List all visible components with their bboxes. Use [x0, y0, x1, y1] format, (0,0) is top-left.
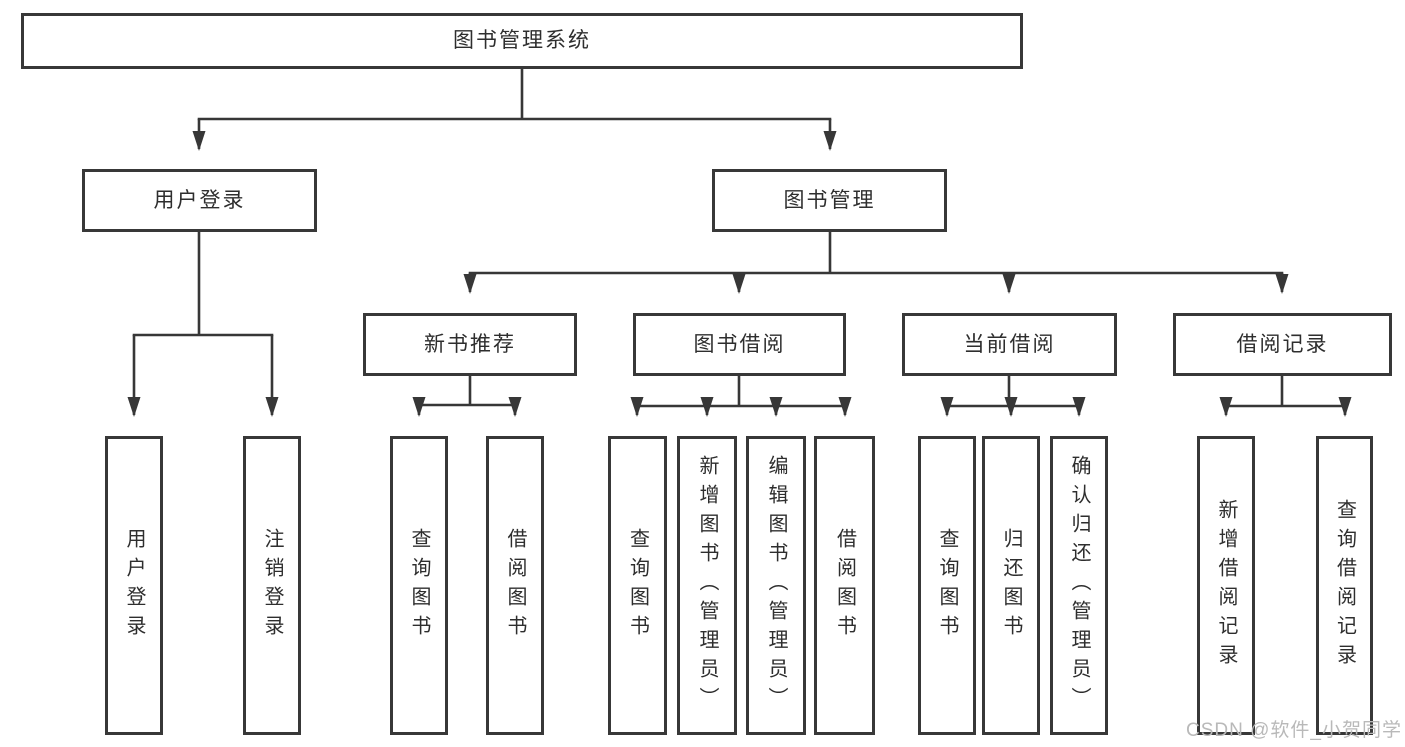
- leaf-bb-query-books: 查询图书: [608, 436, 667, 735]
- leaf-cb-confirm-return-admin-label: 确认归还（管理员）: [1068, 455, 1090, 716]
- tree-branch-lines: [132, 67, 1347, 408]
- node-current-borrowing: 当前借阅: [902, 313, 1117, 376]
- leaf-nb-borrow-books-label: 借阅图书: [504, 527, 526, 644]
- node-book-management: 图书管理: [712, 169, 947, 232]
- node-library-system: 图书管理系统: [21, 13, 1023, 69]
- leaf-nb-query-books: 查询图书: [390, 436, 448, 735]
- leaf-br-query-record: 查询借阅记录: [1316, 436, 1373, 735]
- node-user-login: 用户登录: [82, 169, 317, 232]
- csdn-watermark: CSDN @软件_小贺同学: [1186, 720, 1402, 741]
- leaf-bb-query-books-label: 查询图书: [626, 527, 649, 644]
- leaf-bb-edit-books-admin-label: 编辑图书（管理员）: [765, 455, 787, 716]
- leaf-br-add-record: 新增借阅记录: [1197, 436, 1255, 735]
- leaf-cb-confirm-return-admin: 确认归还（管理员）: [1050, 436, 1108, 735]
- leaf-bb-add-books-admin: 新增图书（管理员）: [677, 436, 737, 735]
- node-new-book-recommend: 新书推荐: [363, 313, 577, 376]
- leaf-user-login-label: 用户登录: [123, 527, 145, 644]
- leaf-cb-query-books: 查询图书: [918, 436, 976, 735]
- leaf-user-login: 用户登录: [105, 436, 163, 735]
- leaf-br-add-record-label: 新增借阅记录: [1215, 498, 1237, 673]
- leaf-br-query-record-label: 查询借阅记录: [1333, 498, 1356, 673]
- leaf-bb-edit-books-admin: 编辑图书（管理员）: [746, 436, 806, 735]
- leaf-bb-borrow-books: 借阅图书: [814, 436, 875, 735]
- node-book-borrowing: 图书借阅: [633, 313, 846, 376]
- leaf-cb-return-books-label: 归还图书: [1000, 527, 1022, 644]
- leaf-bb-borrow-books-label: 借阅图书: [833, 527, 856, 644]
- leaf-logout-label: 注销登录: [261, 527, 283, 644]
- leaf-nb-borrow-books: 借阅图书: [486, 436, 544, 735]
- leaf-cb-query-books-label: 查询图书: [936, 527, 958, 644]
- leaf-nb-query-books-label: 查询图书: [408, 527, 430, 644]
- leaf-cb-return-books: 归还图书: [982, 436, 1040, 735]
- leaf-bb-add-books-admin-label: 新增图书（管理员）: [696, 455, 718, 716]
- node-borrowing-records: 借阅记录: [1173, 313, 1392, 376]
- leaf-logout: 注销登录: [243, 436, 301, 735]
